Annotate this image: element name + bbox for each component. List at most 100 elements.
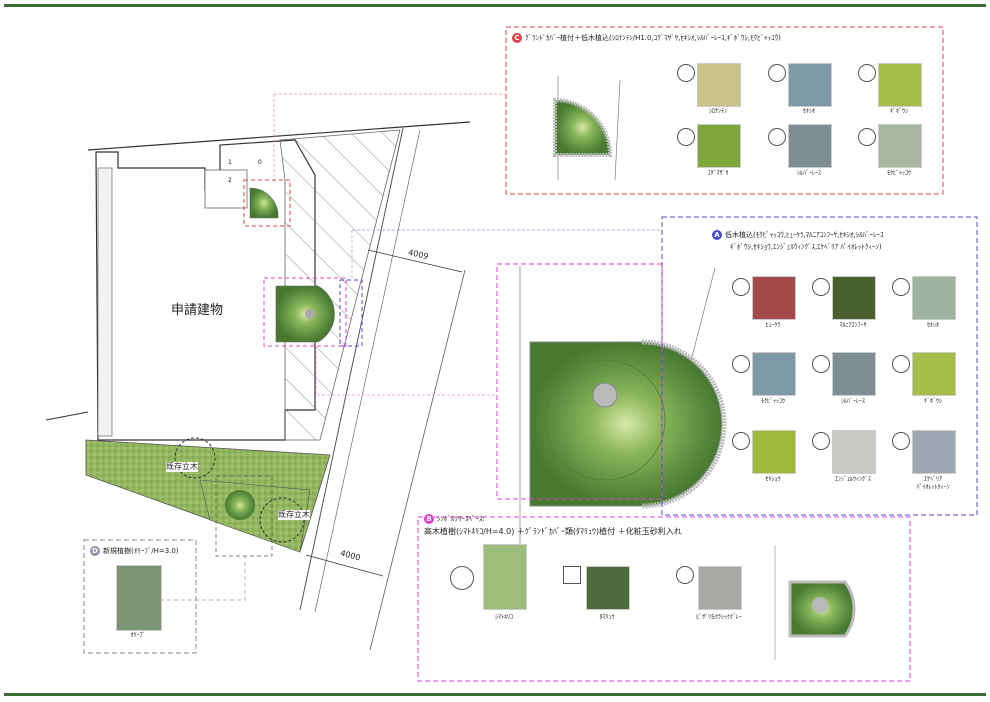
panel-a-badge: A (712, 230, 722, 240)
building-label: 申請建物 (171, 303, 224, 318)
a-photo-giboushi (912, 352, 956, 396)
c-photo-silverlace (788, 124, 832, 168)
existing-tree-canopy-1 (174, 437, 216, 479)
a-photo-heuchera (752, 276, 796, 320)
a-label-giboushi: ｷﾞﾎﾞｳｼ (923, 398, 942, 405)
a-symbol-9 (892, 432, 910, 450)
a-photo-sekishou (752, 430, 796, 474)
c-label-silverlace: ｼﾙﾊﾞｰﾚｰｽ (796, 170, 821, 177)
c-label-kogumazasa: ｺｸﾞﾏｻﾞｻ (707, 170, 729, 177)
a-photo-mokubyakkou (752, 352, 796, 396)
zone-c-plan-planting (249, 187, 279, 219)
stair-number-1: 1 (228, 159, 232, 166)
a-symbol-2 (812, 278, 830, 296)
boundary-line-west (45, 411, 89, 421)
a-photo-silverlace (832, 352, 876, 396)
a-label-silverlace: ｼﾙﾊﾞｰﾚｰｽ (840, 398, 865, 405)
b-photo-shimatoneriko (483, 544, 527, 610)
road-line-1 (299, 127, 404, 611)
a-symbol-6 (892, 355, 910, 373)
dimension-line-top (367, 249, 463, 273)
c-symbol-6 (858, 128, 876, 146)
a-label-angelwings: ｴﾝｼﾞｪﾙｳｨﾝｸﾞｽ (834, 476, 871, 483)
panel-c-badge: C (512, 33, 522, 43)
d-label-olive: ｵﾘｰﾌﾞ (130, 632, 146, 639)
c-photo-sekishio (788, 63, 832, 107)
c-symbol-1 (677, 64, 695, 82)
a-label-mokubyakkou: ﾓｸﾋﾞｬｯｺｳ (760, 398, 785, 405)
zone-d-link-line (160, 556, 246, 601)
panel-b-title-line1: ｼﾝﾎﾞﾙﾂﾘｰｽﾍﾟｰｽ: (437, 515, 485, 523)
zone-c-plan-box (243, 179, 291, 227)
a-symbol-8 (812, 432, 830, 450)
a-symbol-5 (812, 355, 830, 373)
stair-number-0: 0 (258, 159, 262, 166)
existing-tree-canopy-2 (259, 497, 305, 543)
bottom-border-rule (4, 693, 986, 696)
c-label-giboushi: ｷﾞﾎﾞｳｼ (889, 108, 908, 115)
dimension-line-bottom (305, 554, 384, 577)
panel-d-title-text: 新規植樹(ｵﾘｰﾌﾞ/H=3.0) (103, 547, 179, 555)
a-photo-angelwings (832, 430, 876, 474)
b-label-tamaryu: ﾀﾏﾘｭｳ (599, 614, 615, 621)
a-label-sekishou: ｾｷｼｮｳ (765, 476, 781, 483)
a-symbol-3 (892, 278, 910, 296)
panel-c-title-text: ｸﾞﾗﾝﾄﾞｶﾊﾞｰ植付＋低木植込(ｼﾛﾅﾝﾃﾝ/H1.0,ｺｸﾞﾏｻﾞｻ,ｾｷ… (525, 34, 781, 42)
panel-a-b-enlarged-frame (496, 263, 663, 500)
b-symbol-1 (450, 566, 474, 590)
c-symbol-5 (768, 128, 786, 146)
stair-number-2: 2 (228, 177, 232, 184)
c-label-shironanten: ｼﾛﾅﾝﾃﾝ (708, 108, 727, 115)
road-line-2 (314, 129, 421, 613)
top-border-rule (4, 4, 986, 7)
entry-stair (204, 169, 248, 209)
zone-b-leader (315, 346, 495, 396)
a-photo-marunia (832, 276, 876, 320)
b-photo-tamaryu (586, 566, 630, 610)
b-label-gravel: ﾋﾞｻﾞﾘ5ｸﾗｼｯｸｸﾞﾚｰ (696, 614, 742, 621)
c-grid-2 (614, 79, 621, 181)
existing-tree-label-2: 既存立木 (278, 510, 310, 520)
enlarged-edging (641, 339, 727, 509)
panel-a-title-line2: ｷﾞﾎﾞｳｼ,ｾｷｼｮｳ,ｴﾝｼﾞｪﾙｳｨﾝｸﾞｽ,ｴｹﾍﾞﾘｱ ﾊﾟｲｵﾚｯﾄ… (730, 243, 882, 251)
c-photo-mokubyakkou (878, 124, 922, 168)
b-label-shimatoneriko: ｼﾏﾄﾈﾘｺ (494, 614, 513, 621)
c-photo-shironanten (697, 63, 741, 107)
building-west-wall (97, 167, 113, 437)
d-photo-olive (116, 565, 162, 631)
panel-b-badge: B (424, 514, 434, 524)
b-enlarged-gravel (812, 597, 828, 613)
panel-d-frame (83, 539, 197, 654)
zone-d-link-box (215, 475, 273, 557)
zone-b-plan-box (263, 277, 347, 347)
a-label-echeveria: ｴｹﾍﾞﾘｱ ﾊﾟｲｵﾚｯﾄｸｨｰﾝ (916, 476, 950, 491)
a-label-marunia: ﾏﾙﾆｱｺﾝﾌｰｻ (839, 322, 867, 329)
enlarged-planting-a-b (529, 341, 723, 507)
a-symbol-4 (732, 355, 750, 373)
b-photo-gravel (698, 566, 742, 610)
c-photo-kogumazasa (697, 124, 741, 168)
b-symbol-3 (676, 566, 694, 584)
panel-a-title-line1: 低木植込(ﾓｸﾋﾞｬｯｺｳ,ﾋｭｰｹﾗ,ﾏﾙﾆｱｺﾝﾌｰｻ,ｾｷｼｵ,ｼﾙﾊﾞｰ… (725, 231, 884, 239)
enlarged-tree-canopy (544, 359, 666, 481)
c-enlarged-planting (553, 97, 613, 157)
c-label-sekishio: ｾｷｼｵ (802, 108, 815, 115)
a-photo-sekishio (912, 276, 956, 320)
b-symbol-2 (563, 566, 581, 584)
a-label-sekishio: ｾｷｼｵ (926, 322, 939, 329)
zone-b-plan-gravel (305, 309, 315, 319)
c-photo-giboushi (878, 63, 922, 107)
zone-a-plan-box (339, 279, 363, 347)
a-symbol-1 (732, 278, 750, 296)
panel-c-frame (505, 26, 944, 195)
shrub-south (225, 490, 255, 520)
existing-tree-label-1: 既存立木 (166, 462, 198, 472)
a-symbol-7 (732, 432, 750, 450)
panel-b-title-line2: 高木植樹(ｼﾏﾄﾈﾘｺ/H=4.0) ＋ｸﾞﾗﾝﾄﾞｶﾊﾞｰ類(ﾀﾏﾘｭｳ)植付… (424, 527, 682, 536)
c-symbol-2 (768, 64, 786, 82)
enlarged-gravel (592, 382, 618, 408)
